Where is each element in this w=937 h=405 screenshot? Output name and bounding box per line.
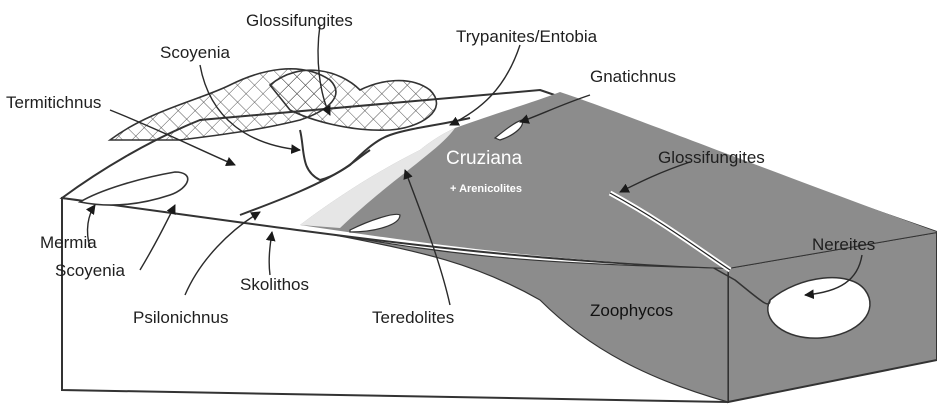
label-gnatichnus: Gnatichnus (590, 67, 676, 86)
label-termitichnus: Termitichnus (6, 93, 101, 112)
label-teredolites: Teredolites (372, 308, 454, 327)
label-scoyenia-bottom: Scoyenia (55, 261, 125, 280)
label-skolithos: Skolithos (240, 275, 309, 294)
label-scoyenia-top: Scoyenia (160, 43, 230, 62)
label-nereites: Nereites (812, 235, 875, 254)
label-glossifungites-right: Glossifungites (658, 148, 765, 167)
label-zoophycos: Zoophycos (590, 301, 673, 320)
label-glossifungites-top: Glossifungites (246, 11, 353, 30)
label-trypanites: Trypanites/Entobia (456, 27, 598, 46)
label-arenicolites: + Arenicolites (450, 183, 522, 195)
label-mermia: Mermia (40, 233, 97, 252)
label-cruziana: Cruziana (446, 148, 522, 169)
label-psilonichnus: Psilonichnus (133, 308, 228, 327)
